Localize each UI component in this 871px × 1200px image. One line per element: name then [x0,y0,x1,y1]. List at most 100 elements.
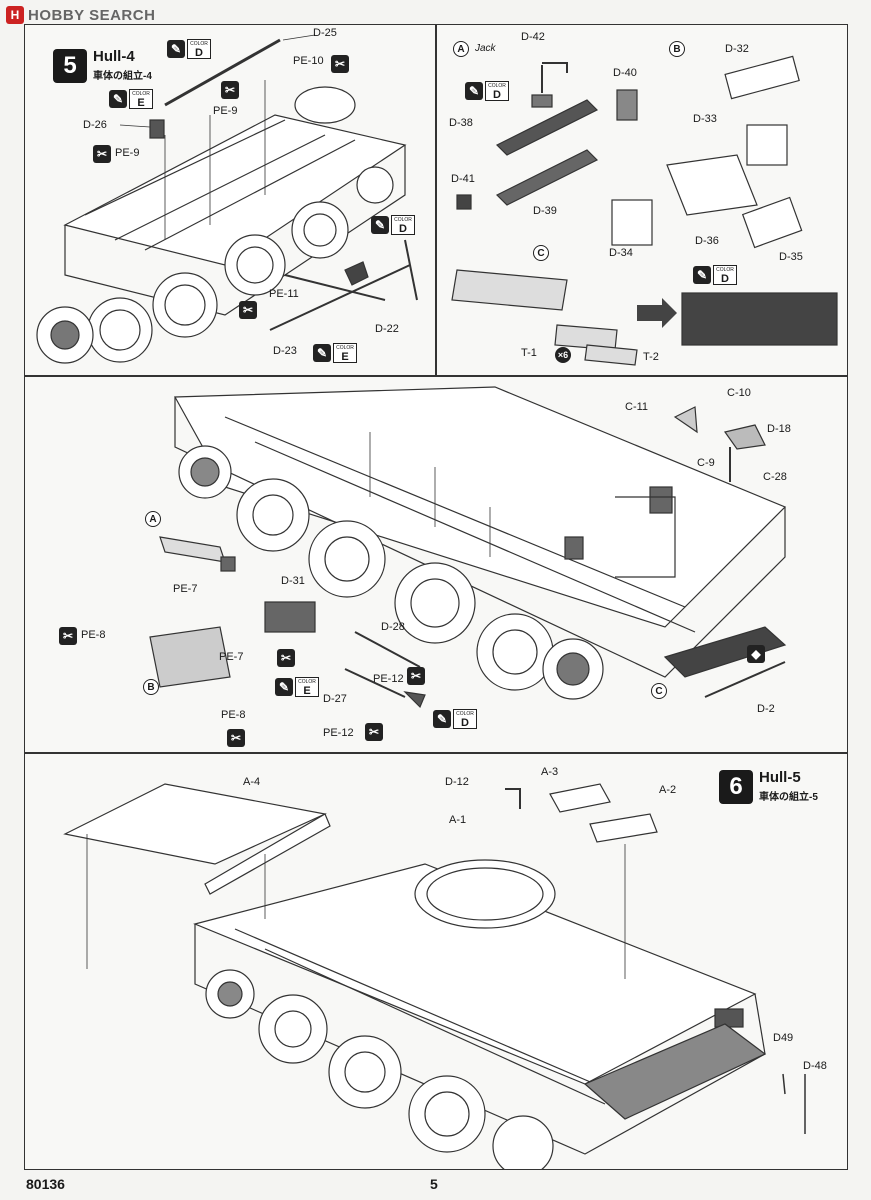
scissors-icon: ✂ [239,301,257,319]
part-label: C-11 [625,401,649,413]
part-label: PE-7 [219,651,244,663]
part-label: D-22 [375,323,399,335]
part-label: A-2 [659,784,677,796]
part-label: D-2 [757,703,775,715]
part-label: PE-8 [81,629,106,641]
part-label: A-4 [243,776,261,788]
part-label: PE-8 [221,709,246,721]
part-label: D-36 [695,235,719,247]
part-label: D-34 [609,247,633,259]
part-label: D-38 [449,117,473,129]
brush-icon: ✎ [167,40,185,58]
subassembly-mark-a: A [145,511,161,527]
site-name: HOBBY SEARCH [28,6,156,24]
part-label: C-9 [697,457,715,469]
scissors-icon: ✂ [365,723,383,741]
part-label: D-41 [451,173,475,185]
subassembly-drawings [451,55,838,366]
brush-icon: ✎ [275,678,293,696]
part-label: D-12 [445,776,469,788]
part-label: PE-12 [373,673,404,685]
part-label: PE-10 [293,55,324,67]
part-label: D-40 [613,67,637,79]
part-label: D-26 [83,119,107,131]
brush-icon: ✎ [433,710,451,728]
part-label: D-18 [767,423,791,435]
step6-number: 6 [719,770,753,804]
subassembly-mark-a: A [453,41,469,57]
part-label: D-48 [803,1060,827,1072]
scissors-icon: ✂ [277,649,295,667]
part-label: T-1 [521,347,537,359]
step6-subtitle: 車体の組立-5 [759,792,818,803]
product-code: 80136 [26,1176,65,1192]
part-label: D-32 [725,43,749,55]
brush-icon: ✎ [371,216,389,234]
hull4-drawing [36,34,418,364]
part-label: D-25 [313,27,337,39]
page-number: 5 [430,1176,438,1192]
glue-icon: ◆ [747,645,765,663]
brush-icon: ✎ [109,90,127,108]
part-label: D-35 [779,251,803,263]
part-label: A-3 [541,766,559,778]
scissors-icon: ✂ [407,667,425,685]
part-label: D-27 [323,693,347,705]
quantity-badge: ×6 [555,347,571,363]
scissors-icon: ✂ [331,55,349,73]
scissors-icon: ✂ [93,145,111,163]
hull-attach-drawing [149,386,787,709]
part-label: D49 [773,1032,794,1044]
subassembly-mark-b: B [143,679,159,695]
part-label: D-39 [533,205,557,217]
step6-title: Hull-5 [759,769,801,786]
step5-subtitle: 車体の組立-4 [93,71,152,82]
part-label: PE-7 [173,583,198,595]
step6-panel: 6 Hull-5 車体の組立-5 [24,753,848,1170]
subassembly-name: Jack [475,43,496,54]
hobby-search-logo-icon: H [6,6,24,24]
brush-icon: ✎ [465,82,483,100]
scissors-icon: ✂ [221,81,239,99]
step5-number: 5 [53,49,87,83]
part-label: D-28 [381,621,405,633]
subassembly-mark-b: B [669,41,685,57]
scissors-icon: ✂ [59,627,77,645]
attach-panel: C-10 C-11 D-18 C-9 C-28 PE-7 D-31 PE-8 D… [24,376,848,753]
part-label: D-23 [273,345,297,357]
brush-icon: ✎ [313,344,331,362]
subassembly-mark-c: C [651,683,667,699]
part-label: D-31 [281,575,305,587]
step5-title: Hull-4 [93,48,135,65]
site-watermark: H HOBBY SEARCH [6,4,155,26]
part-label: A-1 [449,814,467,826]
part-label: C-28 [763,471,787,483]
part-label: PE-9 [115,147,140,159]
part-label: PE-9 [213,105,238,117]
scissors-icon: ✂ [227,729,245,747]
step5-panel: 5 Hull-4 車体の組立-4 [24,24,436,376]
part-label: PE-11 [269,288,299,300]
part-label: PE-12 [323,727,354,739]
part-label: C-10 [727,387,751,399]
part-label: D-42 [521,31,545,43]
part-label: D-33 [693,113,717,125]
brush-icon: ✎ [693,266,711,284]
hull5-drawing [63,783,806,1169]
